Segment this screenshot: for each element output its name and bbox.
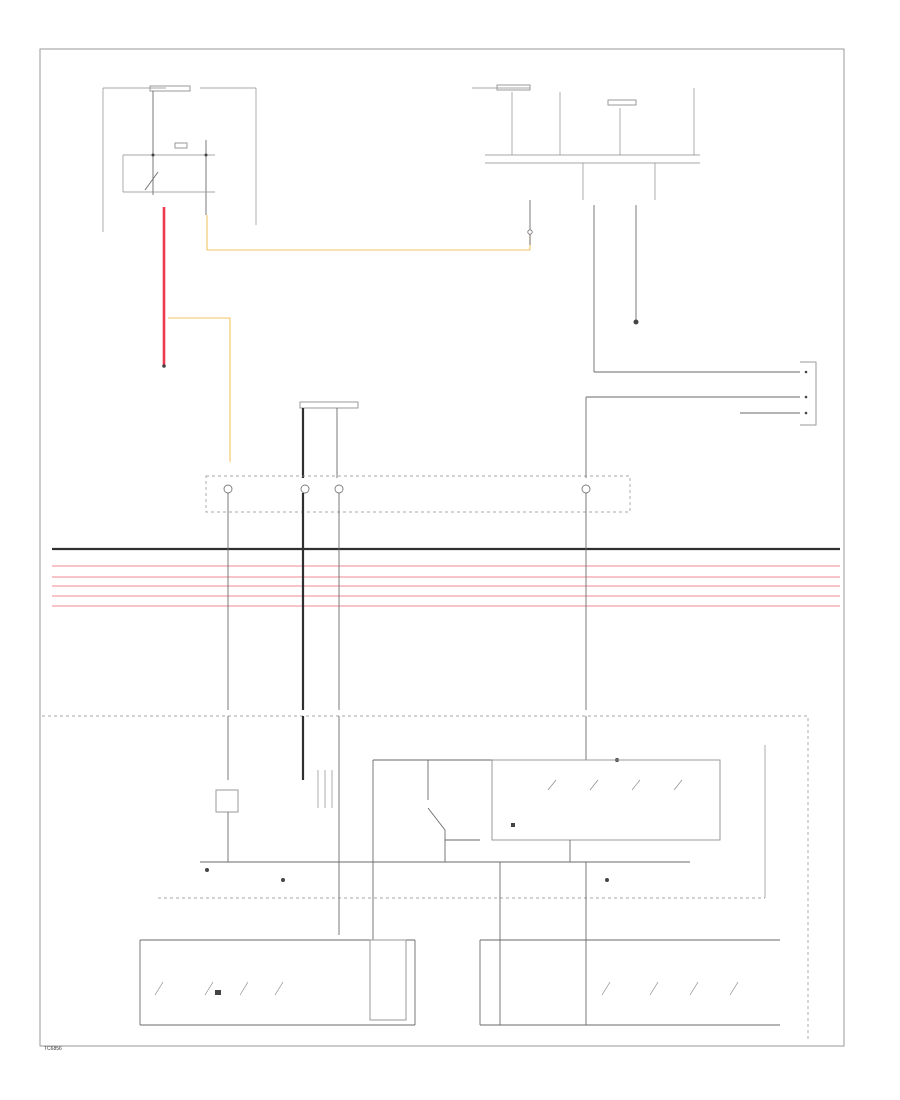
center-switch-matrix [372, 759, 721, 940]
diagram-border [39, 48, 845, 1047]
bus-drops [227, 493, 587, 710]
bottom-right-switch-block [205, 862, 780, 1026]
signal-wire-yellow-lower [168, 317, 231, 462]
diagram-code: TC6856 [44, 1046, 62, 1052]
top-left-relay-block [102, 85, 257, 232]
bottom-left-switch-block [139, 939, 416, 1026]
top-right-relay-block [472, 84, 700, 245]
control-module [205, 401, 631, 513]
signal-wire-yellow-upper [206, 215, 531, 251]
ground-point [162, 364, 166, 368]
right-ground-circuit [582, 163, 817, 478]
data-bus [52, 547, 840, 607]
